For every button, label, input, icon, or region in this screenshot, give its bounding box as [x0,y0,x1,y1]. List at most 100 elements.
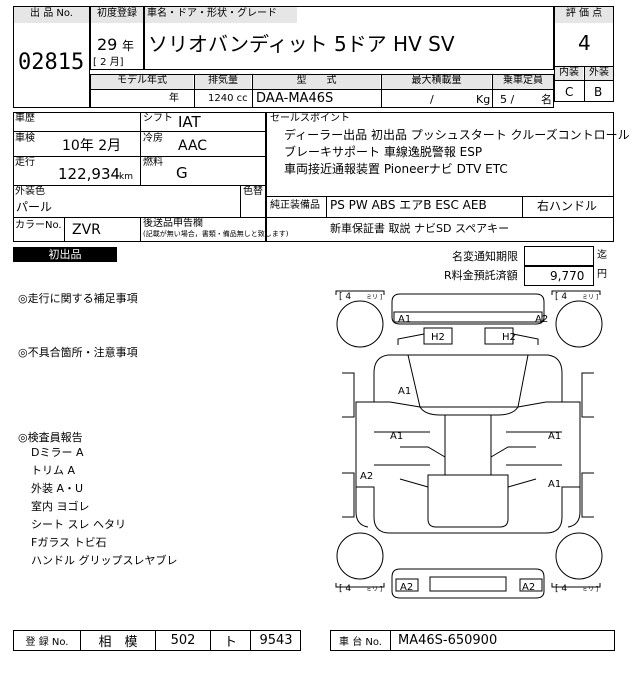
ac: AAC [178,138,208,154]
details-box [13,112,266,242]
capacity: 5 / [500,93,515,106]
docs-label: 後送品申告欄 [143,218,203,229]
car-name: ソリオバンディット 5ドア HV SV [148,32,455,56]
rating-score: 4 [578,31,591,55]
sales-line-1: ディーラー出品 初出品 プッシュスタート クルーズコントロール [284,128,630,142]
inspector-line: ハンドル グリップスレヤブレ [31,554,178,567]
ext-color: パール [16,200,53,214]
tire-depth-rl: [ 4 [339,584,351,594]
svg-text:ミリ ]: ミリ ] [366,586,382,593]
car-name-box [144,6,554,70]
exterior-grade: B [594,85,603,99]
mileage: 122,934 [58,165,121,183]
lot-number: 02815 [18,50,85,75]
reg-month: [ 2 月] [93,57,124,68]
svg-text:ミリ ]: ミリ ] [582,586,598,593]
sales-line-2: ブレーキサポート 車線逸脱警報 ESP [284,145,483,159]
damage-mark: A2 [522,582,535,593]
recycle-unit: 円 [597,269,607,280]
inspection-label: 車検 [15,133,35,144]
name-change-unit: 迄 [597,250,607,261]
reg-number: 9543 [259,633,293,648]
rating-label: 評 価 点 [555,7,613,23]
reg-year: 29 [97,35,118,54]
ext-color-label: 外装色 [15,186,45,197]
handle: 右ハンドル [537,199,598,213]
recycle-label: R料金預託済額 [444,269,518,282]
model-year-unit: 年 [169,93,179,104]
interior-label: 内装 [555,67,583,80]
sales-line-3: 車両接近通報装置 Pioneerナビ DTV ETC [284,162,508,176]
interior-grade: C [565,85,574,99]
chassis-box [330,630,615,651]
history-label: 車歴 [15,113,35,124]
damage-mark: A1 [390,431,403,442]
sales-box [266,112,614,242]
color-no-label: カラーNo. [15,220,62,231]
tire-depth-rr: [ 4 [555,584,567,594]
reg-no-label: 登 録 No. [25,637,69,648]
damage-mark: A1 [548,431,561,442]
chassis-number: MA46S-650900 [398,633,498,648]
recycle-amount: 9,770 [550,269,585,283]
lot-label: 出 品 No. [14,7,89,23]
color-change-label: 色替 [243,186,263,197]
damage-mark: A1 [548,479,561,490]
name-change-box [524,246,594,266]
name-change-label: 名変通知期限 [452,250,518,263]
first-listing-badge: 初出品 [13,247,117,262]
car-label: 車名・ドア・形状・グレード [145,7,297,23]
chassis-label: 車 台 No. [339,637,382,648]
displacement-label: 排気量 [195,75,251,89]
spec-row [90,74,554,108]
damage-mark: H2 [431,332,445,343]
inspector-line: シート スレ ヘタリ [31,518,126,531]
tire-depth-fl: [ 4 [339,292,351,302]
docs-note: (記載が無い場合，書類・備品無しと致します) [143,230,289,238]
reg-region: 相 模 [98,635,138,650]
max-load-sep: / [430,93,434,106]
inspector-label: ◎検査員報告 [18,431,83,444]
inspector-line: トリム A [31,464,76,477]
recycle-box [524,266,594,286]
fuel: G [176,164,188,182]
reg-year-unit: 年 [122,39,135,53]
svg-text:ミリ ]: ミリ ] [582,294,598,301]
color-no: ZVR [72,222,101,238]
model-type: DAA-MA46S [256,91,334,106]
type-label: 型 式 [253,75,380,89]
damage-mark: H2 [502,332,516,343]
capacity-label: 乗車定員 [493,75,553,89]
ac-label: 冷房 [143,133,163,144]
damage-mark: A1 [398,386,411,397]
inspection: 10年 2月 [62,138,122,154]
sales-label: セールスポイント [270,113,350,124]
registration-box [13,630,301,651]
capacity-unit: 名 [541,93,552,106]
shift: IAT [178,113,201,131]
mileage-unit: km [119,172,133,182]
displacement: 1240 cc [208,93,248,104]
defects-label: ◎不具合箇所・注意事項 [18,346,138,359]
first-reg-label: 初度登録 [91,7,143,23]
max-load-label: 最大積載量 [382,75,491,89]
equip-label: 純正装備品 [270,200,320,211]
first-reg-box [90,6,144,70]
reg-class: 502 [170,633,196,648]
inspector-line: 室内 ヨゴレ [31,500,90,513]
inspector-line: Dミラー A [31,446,84,459]
model-year-label: モデル年式 [91,75,193,89]
driving-remarks-label: ◎走行に関する補足事項 [18,292,138,305]
reg-kana: ト [223,635,237,650]
fuel-label: 燃料 [143,157,163,168]
tire-depth-fr: [ 4 [555,292,567,302]
damage-mark: A2 [400,582,413,593]
max-load-unit: Kg [476,93,491,106]
inspector-line: Fガラス トビ石 [31,536,107,549]
damage-mark: A2 [535,314,548,325]
exterior-label: 外装 [585,67,613,80]
damage-mark: A2 [360,471,373,482]
car-damage-diagram: [ 4 ミリ ] [ 4 ミリ ] [ 4 ミリ ] [ 4 ミリ ] A1 A… [335,290,603,599]
equipment: PS PW ABS エアB ESC AEB [330,198,487,212]
inspector-line: 外装 A・U [31,482,84,495]
